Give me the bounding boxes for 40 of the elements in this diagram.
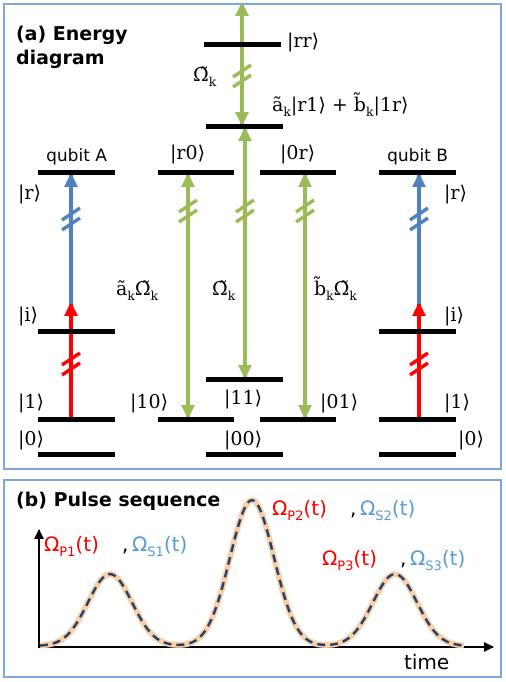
panel-frame (3, 3, 502, 470)
state-label: |1⟩ (444, 391, 470, 413)
panel-title: (a) Energy diagram (16, 22, 129, 70)
state-label: |10⟩ (130, 391, 168, 413)
transition-arrow (238, 127, 252, 379)
transition-arrow (64, 173, 78, 304)
state-label: |i⟩ (18, 304, 38, 326)
state-label: |1⟩ (18, 391, 44, 413)
panel-title: (b) Pulse sequence (16, 488, 222, 512)
qubit-label: qubit A (45, 145, 108, 168)
state-label: |11⟩ (224, 387, 262, 409)
state-label: |01⟩ (320, 391, 358, 413)
pulse-label: Ω$_{S3}$(t) (410, 546, 466, 576)
state-label: |0r⟩ (280, 142, 315, 164)
separator-comma: , (400, 546, 406, 570)
pulse-label: Ω$_{P1}$(t) (44, 532, 99, 562)
separator-comma: , (350, 496, 356, 520)
state-label: |0⟩ (458, 428, 484, 450)
pulse-label: Ω$_{S1}$(t) (132, 532, 188, 562)
transition-arrow (298, 173, 312, 419)
pulse-label: Ω$_{S2}$(t) (360, 496, 416, 526)
separator-comma: , (122, 532, 128, 556)
state-label: |r⟩ (18, 182, 41, 204)
state-label: ã$_{k}$|r1⟩ + b̃$_{k}$|1r⟩ (272, 94, 408, 121)
transition-arrow (64, 302, 78, 417)
transition-arrow (181, 173, 195, 419)
state-label: |rr⟩ (287, 30, 319, 52)
panel-frame (3, 479, 502, 678)
pulse-label: Ω$_{P2}$(t) (272, 496, 327, 526)
state-label: |0⟩ (18, 428, 44, 450)
axis-label: time (404, 650, 450, 674)
transition-arrow (412, 302, 426, 417)
pulse-label: Ω$_{P3}$(t) (322, 546, 377, 576)
transition-arrow (412, 173, 426, 304)
transition-arrow (235, 2, 249, 126)
state-label: |00⟩ (224, 428, 262, 450)
state-label: |r0⟩ (170, 142, 205, 164)
state-label: |i⟩ (444, 304, 464, 326)
state-label: |r⟩ (444, 182, 467, 204)
qubit-label: qubit B (386, 145, 449, 168)
